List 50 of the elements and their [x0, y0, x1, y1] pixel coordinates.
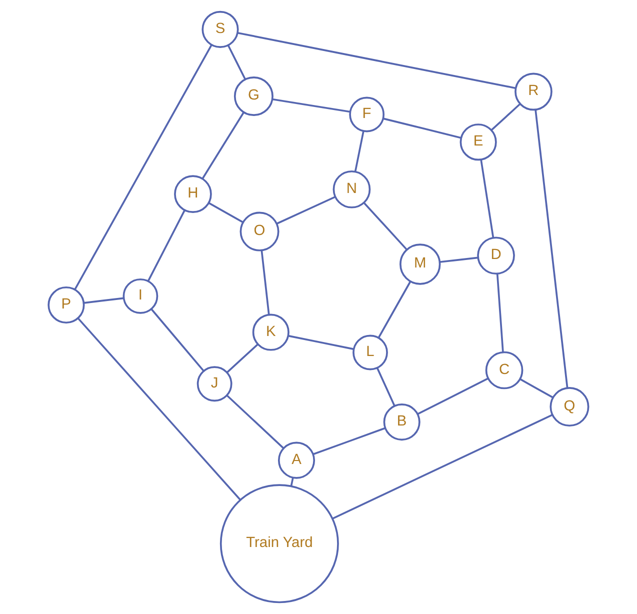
connector — [534, 110, 568, 388]
connector — [276, 196, 336, 224]
connector — [290, 477, 294, 486]
connector — [147, 210, 186, 282]
connector — [272, 98, 350, 113]
connector — [440, 256, 478, 263]
connector — [237, 32, 516, 89]
node-circle: K — [252, 314, 290, 351]
node-circle: N — [332, 170, 371, 208]
connector — [288, 334, 354, 350]
connector — [480, 159, 494, 238]
connector — [332, 414, 553, 520]
node-circle: I — [122, 278, 158, 314]
node-circle: D — [477, 236, 515, 275]
connector — [378, 280, 412, 338]
node-circle: O — [240, 212, 280, 252]
connector — [202, 112, 245, 179]
node-circle: M — [400, 244, 441, 285]
connector — [376, 368, 396, 406]
node-circle: B — [383, 404, 420, 441]
node-circle: L — [352, 334, 388, 370]
connector — [226, 394, 284, 449]
node-circle: P — [48, 286, 85, 324]
connector — [74, 44, 212, 290]
node-circle: J — [196, 366, 232, 402]
node-circle: E — [460, 124, 497, 161]
connector — [226, 344, 258, 374]
node-circle: R — [514, 72, 552, 111]
node-circle: S — [202, 10, 239, 48]
connector — [383, 118, 462, 139]
node-circle: A — [278, 442, 316, 479]
connector — [364, 202, 408, 250]
connector — [520, 378, 554, 398]
node-circle: C — [485, 351, 524, 390]
connector — [312, 427, 386, 456]
node-circle: F — [349, 96, 384, 132]
node-circle: G — [234, 76, 274, 116]
connector — [496, 274, 504, 352]
connector — [354, 130, 364, 172]
node-circle: Train Yard — [220, 484, 339, 604]
connector — [150, 308, 204, 372]
node-circle: H — [174, 175, 212, 214]
connector — [417, 378, 488, 415]
node-circle: Q — [550, 387, 590, 427]
connector — [227, 44, 246, 80]
connector — [84, 297, 124, 304]
connector — [260, 250, 270, 315]
connector — [208, 202, 244, 224]
connector — [490, 104, 520, 131]
connector — [77, 318, 241, 500]
